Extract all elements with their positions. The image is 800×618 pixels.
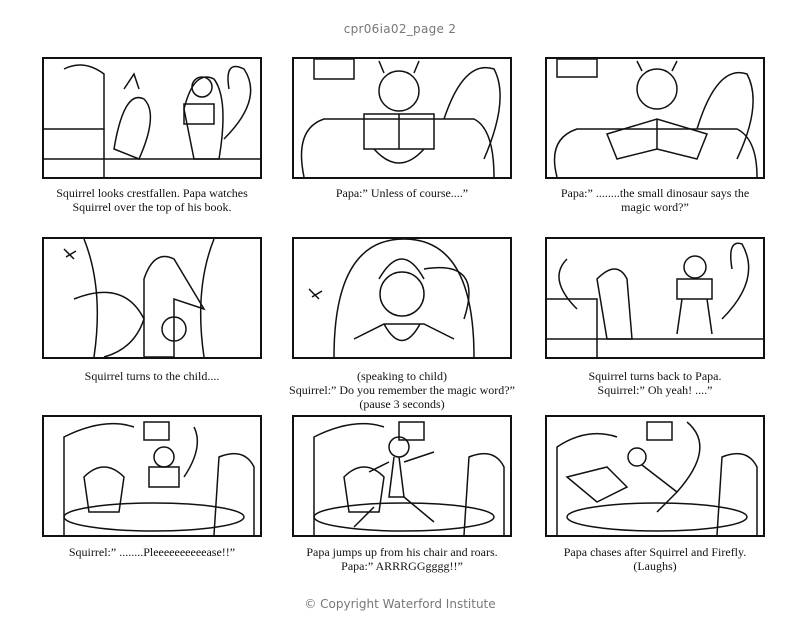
panel-6-caption: Squirrel turns back to Papa.Squirrel:” O… [588, 369, 722, 397]
panel-5-sketch [308, 239, 475, 357]
panel-6-sketch [547, 242, 763, 357]
panel-1-caption: Squirrel looks crestfallen. Papa watches… [56, 186, 248, 214]
panel-3-caption: Papa:” ........the small dinosaur says t… [560, 186, 750, 214]
panel-9-sketch [556, 421, 758, 535]
storyboard-panel-1 [42, 57, 262, 179]
panel-1-sketch [44, 64, 260, 177]
storyboard-panel-5 [292, 237, 512, 359]
page-title: cpr06ia02_page 2 [343, 22, 457, 36]
panel-8-sketch [313, 421, 505, 535]
panel-8-caption: Papa jumps up from his chair and roars.P… [306, 545, 498, 573]
panel-3-sketch [553, 59, 758, 177]
copyright-notice: © Copyright Waterford Institute [304, 597, 496, 611]
storyboard-panel-7 [42, 415, 262, 537]
panel-7-sketch [63, 421, 255, 535]
panel-2-caption: Papa:” Unless of course....” [335, 186, 469, 200]
panel-2-sketch [300, 59, 501, 177]
panel-7-caption: Squirrel:” ........Pleeeeeeeeeease!!” [68, 545, 236, 559]
storyboard-panel-2 [292, 57, 512, 179]
panel-4-sketch [63, 239, 215, 357]
panel-5-caption: (speaking to child)Squirrel:” Do you rem… [289, 369, 515, 411]
storyboard-panel-8 [292, 415, 512, 537]
panel-4-caption: Squirrel turns to the child.... [84, 369, 220, 383]
storyboard-panel-6 [545, 237, 765, 359]
storyboard-panel-4 [42, 237, 262, 359]
panel-9-caption: Papa chases after Squirrel and Firefly.(… [563, 545, 747, 573]
storyboard-panel-3 [545, 57, 765, 179]
storyboard-panel-9 [545, 415, 765, 537]
